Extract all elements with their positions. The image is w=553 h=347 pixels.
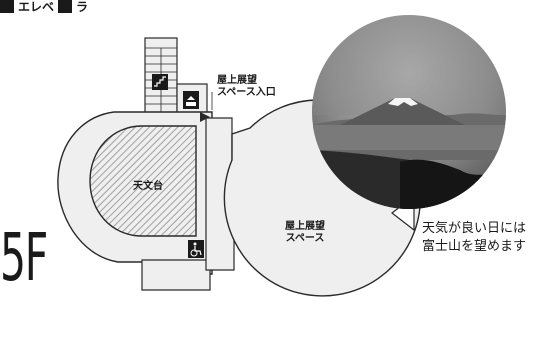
rooftop-space-line1: 屋上展望 <box>285 221 325 232</box>
observatory-room <box>89 125 197 237</box>
stairs-icon <box>152 74 168 90</box>
elevator-icon <box>183 91 199 109</box>
floor-label: 5F <box>0 219 48 296</box>
fuji-caption-line1: 天気が良い日には <box>422 221 527 236</box>
fuji-caption: 天気が良い日には 富士山を望めます <box>422 220 526 256</box>
mount-fuji-photo <box>312 15 506 209</box>
entrance-label-line1: 屋上展望 <box>217 75 257 86</box>
entrance-label: 屋上展望 スペース入口 <box>217 75 276 99</box>
stairs-icon <box>58 0 73 13</box>
entrance-label-line2: スペース入口 <box>217 87 276 98</box>
entrance-arrow-icon <box>200 112 210 122</box>
rooftop-space-label: 屋上展望 スペース <box>285 221 325 245</box>
rooftop-space-line2: スペース <box>285 233 325 244</box>
fuji-caption-line2: 富士山を望めます <box>422 239 527 254</box>
legend: エレベ ラ <box>0 0 88 14</box>
wheelchair-icon <box>188 240 204 258</box>
square-icon <box>0 0 14 13</box>
legend-item-label: エレベ <box>18 0 55 14</box>
legend-item-label: ラ <box>76 0 89 14</box>
observatory-label: 天文台 <box>133 181 163 192</box>
corridor-stub <box>141 259 211 291</box>
